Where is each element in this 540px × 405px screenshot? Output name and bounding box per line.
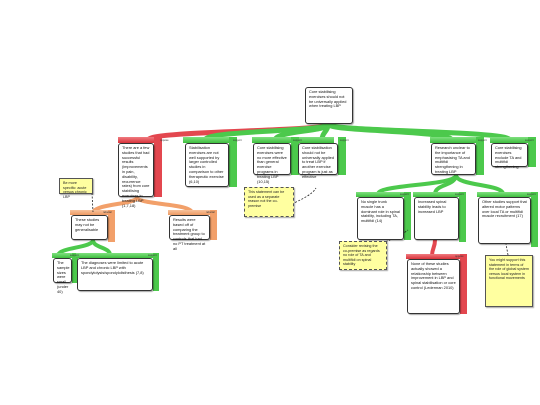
support-label-s3: support [400, 193, 409, 196]
claim-not-well-supported[interactable]: Stabilisation exercises are not well sup… [185, 143, 229, 187]
rebuttal-connectors [70, 195, 217, 242]
claim-successful-studies[interactable]: There are a few studies that had success… [118, 143, 154, 207]
rebuttal-label-r1: rebuttal [103, 211, 112, 214]
rebuttal-not-generalisable[interactable]: These studies may not be generalisable [71, 215, 108, 240]
claim-not-universally-applied[interactable]: Core stabilisation should not be univers… [298, 143, 338, 179]
support-label-c2: support [233, 139, 242, 142]
note-separate-reason[interactable]: This statement can be used as a separate… [244, 187, 294, 217]
rebuttal-no-pt-controls[interactable]: Results were based off of comparing the … [169, 215, 210, 251]
s4-oppose-connectors [406, 239, 467, 314]
support-label-s2: support [148, 254, 157, 257]
support-label-s1: support [70, 254, 79, 257]
root-claim[interactable]: Core stabilising exercises should not be… [305, 87, 353, 124]
support-label-c3: support [293, 139, 302, 142]
claim-no-more-effective[interactable]: Core stabilising exercises were no more … [253, 143, 291, 184]
support-label-c4: support [340, 139, 349, 142]
claim-bars [118, 137, 536, 197]
support-label-s4: support [455, 193, 464, 196]
support-small-sample[interactable]: The sample sizes were small (under 40) [53, 258, 72, 294]
support-altered-motor-patterns[interactable]: Other studies support that altered motor… [478, 197, 531, 244]
claim-research-unclear[interactable]: Research unclear to the importance of em… [431, 143, 476, 175]
support-no-dominant-muscle[interactable]: No single trunk muscle has a dominant ro… [357, 197, 404, 240]
note-global-vs-local[interactable]: You might support this statement in term… [485, 255, 533, 307]
r1-support-connectors [52, 239, 159, 291]
c5-support-connectors [356, 173, 538, 247]
support-label-c6: support [525, 139, 534, 142]
oppose-label: oppose [160, 139, 169, 142]
note-revise-co-premise[interactable]: Consider revising the co-premise as rega… [339, 241, 387, 270]
note-acute-vs-chronic[interactable]: Be more specific: acute versus chronic L… [59, 178, 93, 199]
support-label-s5: support [527, 193, 536, 196]
oppose-label-s6: oppose [455, 255, 464, 258]
claim-exclude-ta-multifidi[interactable]: Core stabilising exercises exclude TA an… [491, 143, 528, 169]
support-increased-stability[interactable]: Increased spinal stability leads to incr… [414, 197, 459, 240]
support-label-c5: support [478, 139, 487, 142]
oppose-no-relationship[interactable]: None of these studies actually showed a … [407, 259, 460, 314]
root-claim-text: Core stabilising exercises should not be… [309, 89, 347, 109]
rebuttal-label-r2: rebuttal [206, 211, 215, 214]
support-limited-diagnoses[interactable]: The diagnoses were limited to acute LBP … [77, 258, 153, 291]
root-connectors [145, 121, 513, 143]
